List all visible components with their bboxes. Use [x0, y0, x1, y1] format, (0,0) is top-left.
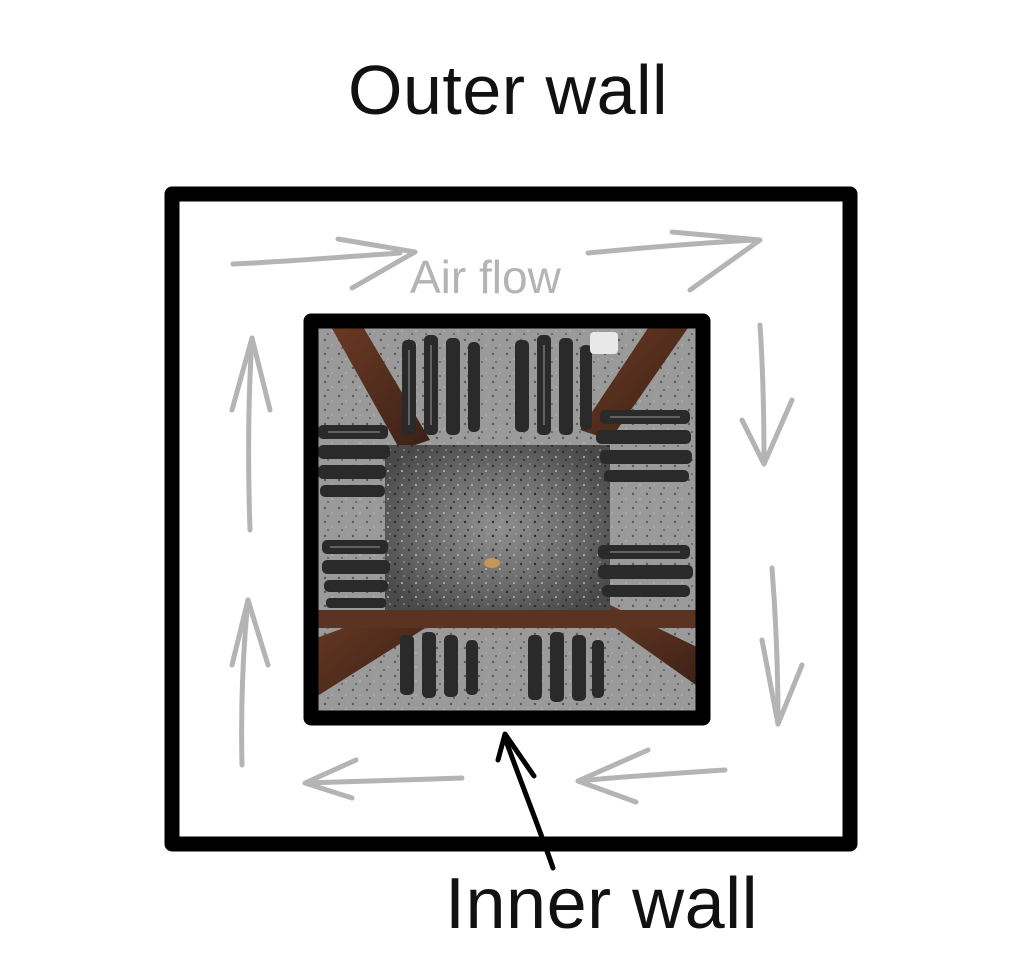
arrow-down-icon [739, 322, 795, 467]
arrow-down-icon [759, 565, 805, 727]
outer-wall-label: Outer wall [348, 51, 669, 129]
airflow-arrows [229, 229, 805, 805]
inner-wall [303, 313, 711, 726]
arrow-right-icon [585, 229, 763, 293]
arrow-up-icon [229, 335, 273, 533]
air-flow-label: Air flow [410, 251, 561, 303]
inner-wall-pointer [495, 731, 556, 871]
arrow-left-icon [302, 757, 465, 801]
arrow-left-icon [575, 747, 728, 805]
arrow-up-icon [229, 597, 271, 768]
inner-wall-label: Inner wall [445, 864, 759, 944]
outer-wall [164, 186, 858, 852]
firepot-photo [311, 321, 703, 718]
arrow-right-icon [230, 236, 418, 291]
